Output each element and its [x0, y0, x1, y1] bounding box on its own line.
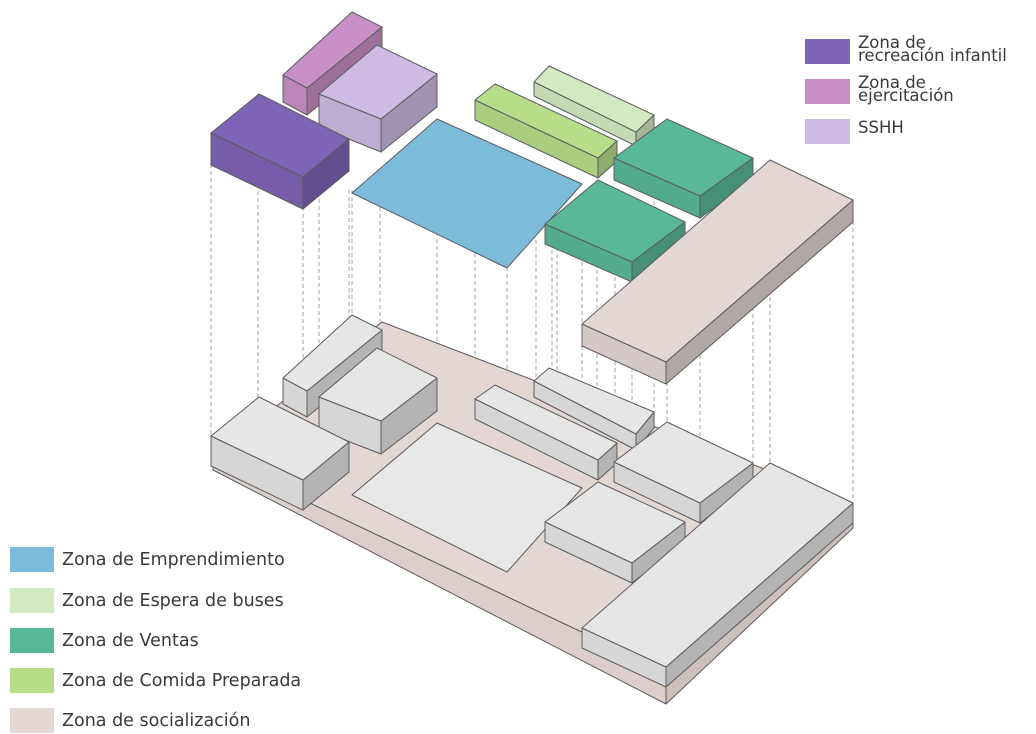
legend-label-ejercitacion: Zona de ejercitación [858, 73, 954, 105]
base-plan-volumes [210, 314, 854, 705]
zone-recreacion-infantil-volume [210, 93, 350, 210]
zone-emprendimiento-plate [351, 118, 583, 269]
legend-swatch-ventas [10, 628, 54, 653]
legend-label-emprendimiento: Zona de Emprendimiento [62, 550, 285, 570]
zone-comida-preparada-volume-top-face [474, 83, 618, 159]
legend-item-ventas: Zona de Ventas [10, 628, 199, 654]
base-ventas-volume-back [613, 421, 754, 524]
legend-item-recreacion-infantil: Zona de recreación infantil [805, 33, 1007, 65]
base-comida-volume [474, 384, 618, 481]
base-espera-buses-volume [533, 367, 655, 451]
zone-espera-buses-volume-top-face [533, 65, 655, 133]
base-ventas-volume-front [544, 481, 686, 584]
legend-item-emprendimiento: Zona de Emprendimiento [10, 547, 285, 573]
legend-label-comida-preparada: Zona de Comida Preparada [62, 671, 302, 691]
legend-item-ejercitacion: Zona de ejercitación [805, 73, 954, 105]
base-comida-volume-top-face [474, 384, 618, 461]
base-recreacion-volume [210, 396, 350, 511]
zone-ventas-volume-front-top-face [544, 179, 686, 263]
base-sshh-volume-top-face [318, 347, 438, 422]
base-ventas-volume-back-top-face [613, 421, 754, 504]
base-ejercitacion-volume-top-face [282, 314, 383, 392]
legend-label-espera-buses: Zona de Espera de buses [62, 591, 284, 611]
zone-ventas-volume-back-top-face [613, 118, 754, 197]
legend-swatch-emprendimiento [10, 547, 54, 572]
zone-ventas-volume-front [544, 179, 686, 283]
legend-label-ventas: Zona de Ventas [62, 631, 199, 651]
zone-recreacion-infantil-volume-top-face [210, 93, 350, 178]
legend-swatch-socializacion [10, 708, 54, 733]
base-ventas-volume-front-top-face [544, 481, 686, 564]
legend-swatch-ejercitacion [805, 79, 850, 104]
zone-sshh-volume-top-face [318, 44, 438, 120]
zone-ejercitacion-volume-top-face [282, 11, 383, 89]
legend-swatch-comida-preparada [10, 668, 54, 693]
legend-swatch-sshh [805, 119, 850, 144]
legend-label-sshh: SSHH [858, 118, 904, 137]
legend-label-recreacion-infantil: Zona de recreación infantil [858, 33, 1007, 65]
zone-socializacion-volume [581, 159, 854, 385]
legend-item-sshh: SSHH [805, 116, 904, 144]
zone-socializacion-volume-top-face [581, 159, 854, 363]
exploded-colored-volumes [210, 11, 854, 385]
base-socializacion-volume [581, 462, 854, 688]
legend-item-espera-buses: Zona de Espera de buses [10, 588, 284, 614]
legend-swatch-recreacion-infantil [805, 39, 850, 64]
legend-item-socializacion: Zona de socialización [10, 708, 250, 734]
base-sshh-volume [318, 347, 438, 455]
legend-label-socializacion: Zona de socialización [62, 711, 251, 731]
base-espera-buses-volume-top-face [533, 367, 655, 435]
base-socializacion-volume-top-face [581, 462, 854, 668]
zone-ventas-volume-back [613, 118, 754, 219]
base-emprendimiento-plate [351, 422, 583, 573]
legend-item-comida-preparada: Zona de Comida Preparada [10, 668, 301, 694]
zone-sshh-volume [318, 44, 438, 153]
legend-swatch-espera-buses [10, 588, 54, 613]
base-recreacion-volume-top-face [210, 396, 350, 481]
zone-comida-preparada-volume [474, 83, 618, 179]
